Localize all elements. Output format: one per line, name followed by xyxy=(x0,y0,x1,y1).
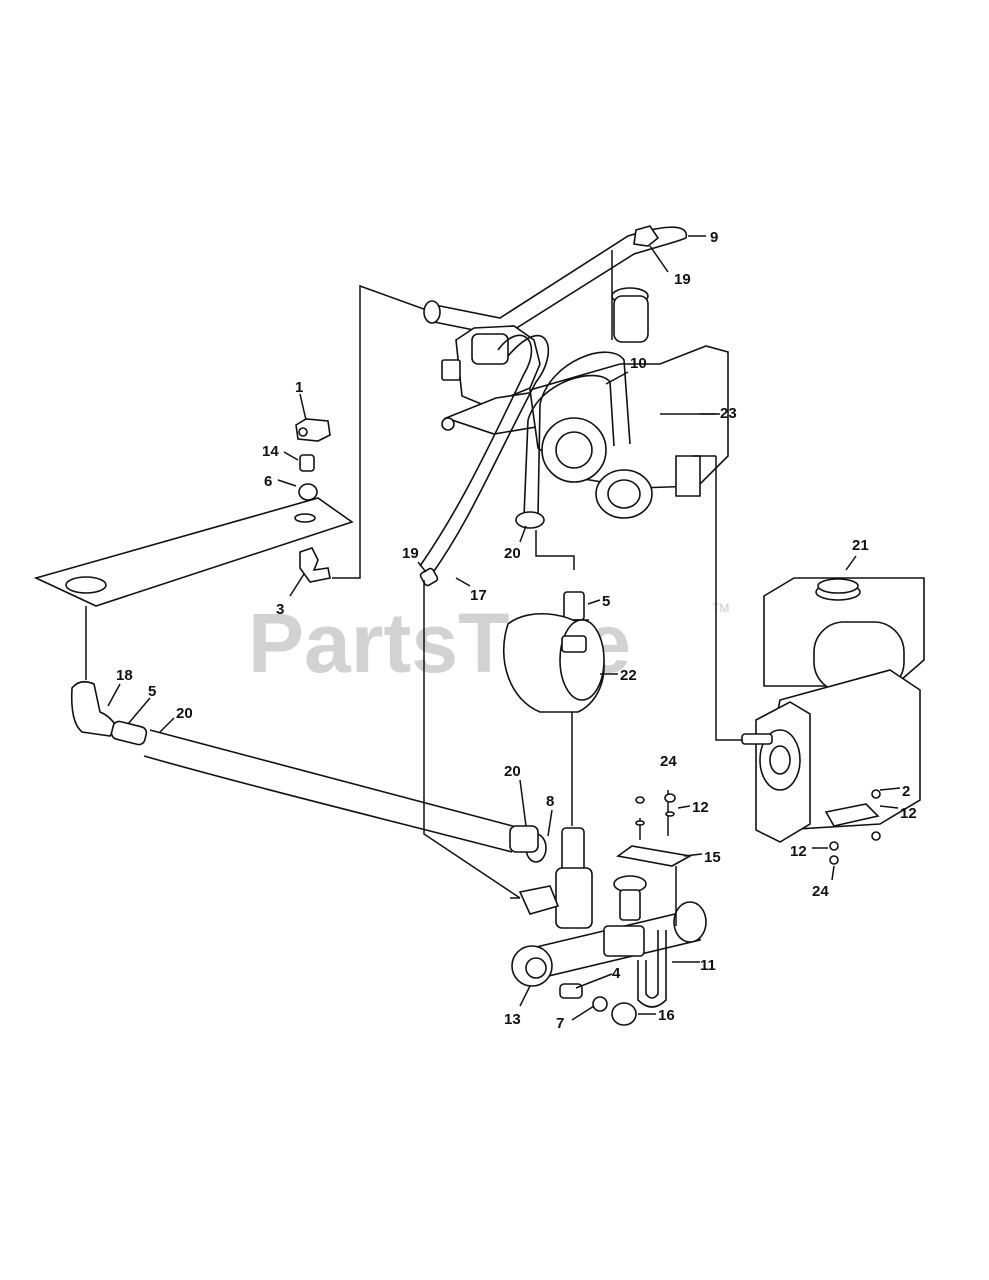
callout-1: 1 xyxy=(295,379,303,396)
valve-assembly-left xyxy=(295,284,433,583)
callout-13: 13 xyxy=(504,1011,521,1028)
callout-12-top: 12 xyxy=(692,799,709,816)
callout-8: 8 xyxy=(546,793,554,810)
callout-14: 14 xyxy=(262,443,279,460)
callout-24-bottom: 24 xyxy=(812,883,829,900)
top-hose-assembly xyxy=(423,225,706,340)
callout-5-center: 5 xyxy=(602,593,610,610)
callout-10: 10 xyxy=(630,355,647,372)
mounting-plate xyxy=(33,497,354,680)
callout-11: 11 xyxy=(700,957,716,974)
callout-2: 2 xyxy=(902,783,910,800)
callout-20-lower: 20 xyxy=(504,763,521,780)
callout-6: 6 xyxy=(264,473,272,490)
callout-19-top: 19 xyxy=(674,271,691,288)
callout-9: 9 xyxy=(710,229,718,246)
callout-20-mid: 20 xyxy=(504,545,521,562)
callout-labels: 1 14 6 3 18 5 20 9 19 10 23 19 17 20 5 2… xyxy=(116,229,917,1032)
callout-3: 3 xyxy=(276,601,284,618)
elbow-hose-assembly xyxy=(70,680,547,863)
callout-18: 18 xyxy=(116,667,133,684)
manifold-assembly xyxy=(510,790,707,1026)
callout-12-left: 12 xyxy=(790,843,807,860)
callout-17: 17 xyxy=(470,587,487,604)
callout-23: 23 xyxy=(720,405,737,422)
callout-24-top: 24 xyxy=(660,753,677,770)
callout-15: 15 xyxy=(704,849,721,866)
strainer-assembly xyxy=(502,591,605,713)
callout-20-left: 20 xyxy=(176,705,193,722)
callout-22: 22 xyxy=(620,667,637,684)
callout-16: 16 xyxy=(658,1007,675,1024)
watermark-trademark: TM xyxy=(712,601,729,615)
callout-19-mid: 19 xyxy=(402,545,419,562)
callout-12-right: 12 xyxy=(900,805,917,822)
pump-assembly xyxy=(419,287,729,587)
callout-4: 4 xyxy=(612,965,621,982)
callout-leaders xyxy=(107,371,720,1021)
callout-7: 7 xyxy=(556,1015,564,1032)
engine-assembly xyxy=(741,555,925,881)
callout-5-left: 5 xyxy=(148,683,156,700)
callout-21: 21 xyxy=(852,537,869,554)
